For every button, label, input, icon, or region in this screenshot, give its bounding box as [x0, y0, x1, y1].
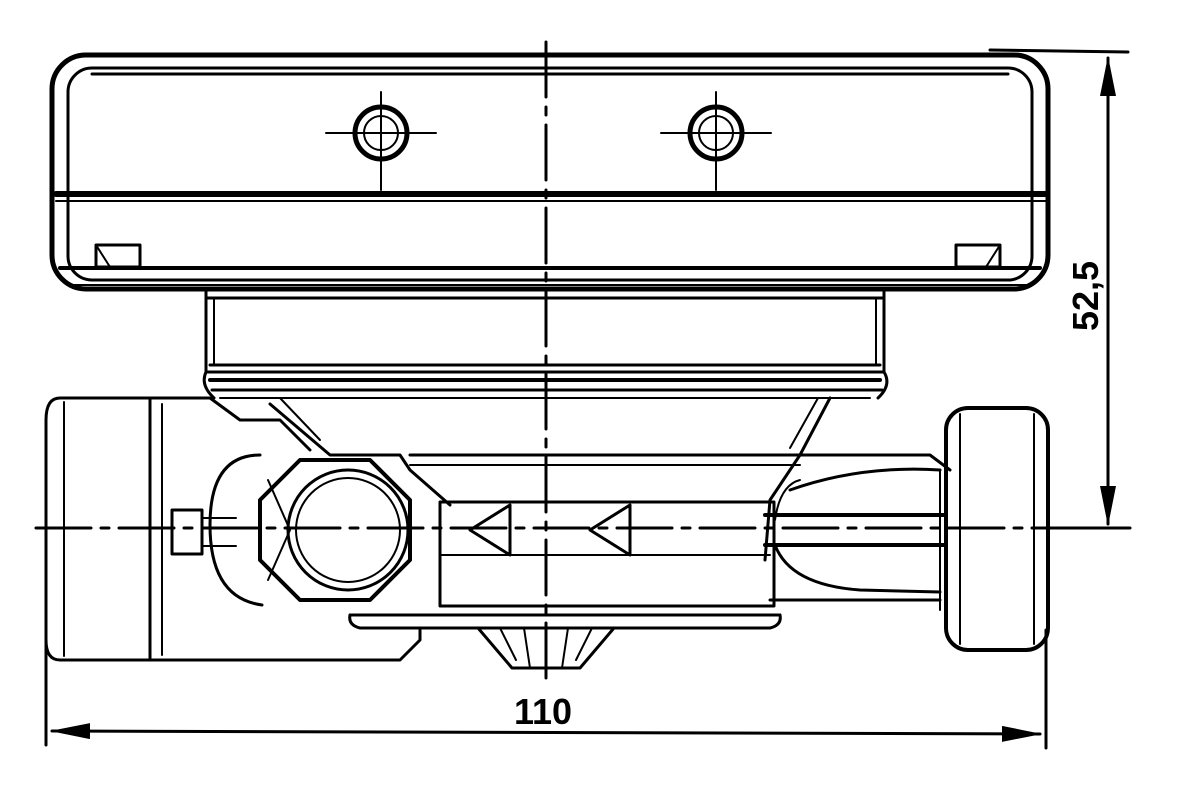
meter-body: [44, 396, 832, 670]
dimension-width: [44, 628, 1048, 750]
hex-port: [170, 453, 412, 607]
dimension-height: [988, 48, 1130, 530]
meter-head: [49, 52, 1051, 292]
screw-hole-left: [325, 91, 437, 191]
screw-hole-right: [660, 91, 772, 191]
width-dimension-label: 110: [514, 691, 572, 732]
height-dimension-label: 52,5: [1065, 261, 1106, 331]
centre-lines: [34, 40, 1132, 682]
